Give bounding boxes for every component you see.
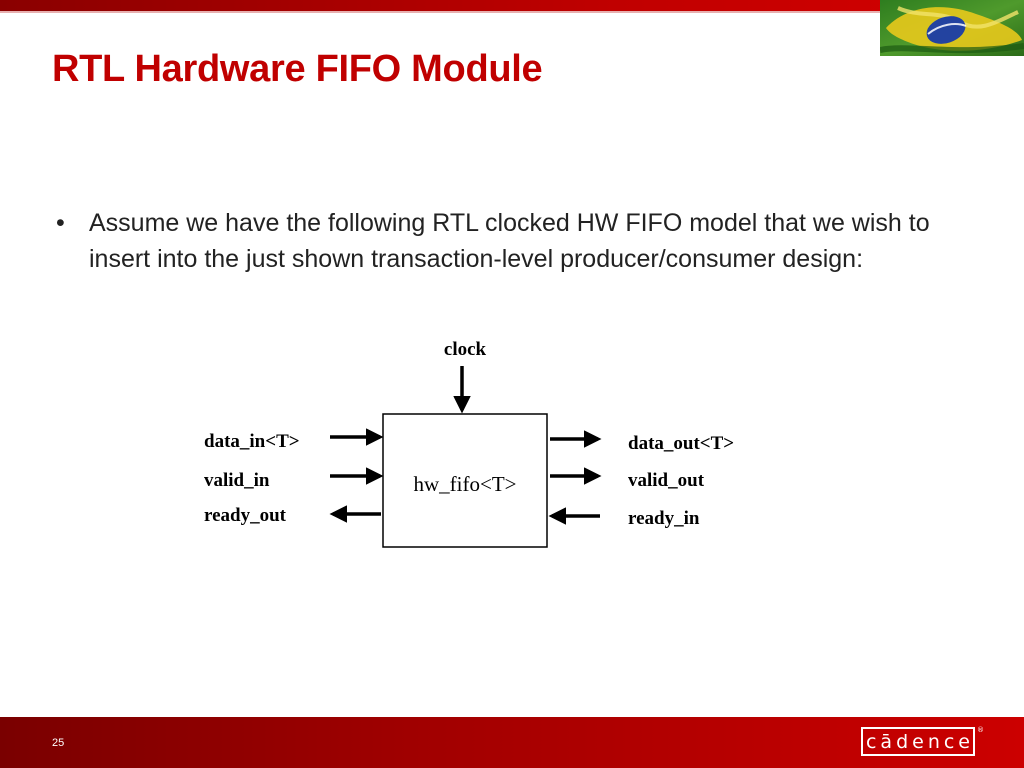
brazil-flag-image [880,0,1024,56]
page-title: RTL Hardware FIFO Module [52,48,543,90]
flag-graphic [880,0,1024,56]
bullet-item: • Assume we have the following RTL clock… [56,205,976,277]
logo-text: cādence [865,730,975,753]
header-bar-accent [0,11,1024,13]
clock-label: clock [444,339,487,360]
module-label: hw_fifo<T> [413,472,516,496]
hw-fifo-box [382,413,548,548]
port-label-valid-out: valid_out [628,470,705,491]
port-label-ready-in: ready_in [628,508,700,529]
slide-number: 25 [52,737,65,749]
header-bar [0,0,1024,11]
registered-mark-icon: ® [977,726,984,734]
port-label-valid-in: valid_in [204,470,270,491]
port-label-data-in: data_in<T> [204,431,300,452]
port-label-ready-out: ready_out [204,505,287,526]
bullet-dot-icon: • [56,209,65,237]
footer-bar [0,717,1024,768]
bullet-text: Assume we have the following RTL clocked… [89,209,930,273]
cadence-logo: cādence [861,727,975,756]
port-label-data-out: data_out<T> [628,433,734,454]
